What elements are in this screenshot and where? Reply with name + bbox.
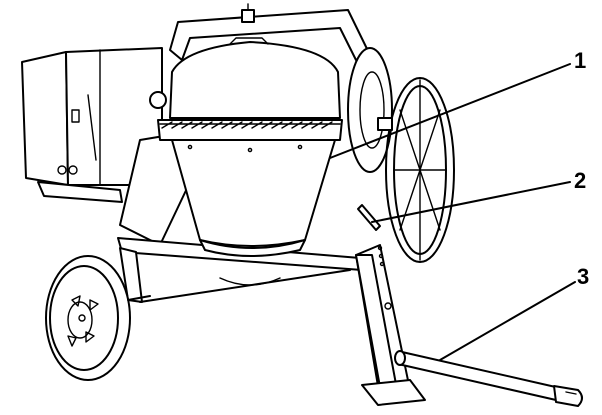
tilting-handwheel — [377, 77, 455, 263]
tilt-lock-lever — [357, 204, 381, 231]
drive-gear-wheel — [347, 47, 393, 173]
callout-1-label: 1 — [574, 48, 586, 73]
callout-3-label: 3 — [577, 264, 589, 289]
callout-2-label: 2 — [574, 168, 586, 193]
tow-bar — [394, 350, 583, 407]
mixing-drum — [149, 37, 343, 257]
callout-2-leader — [371, 181, 571, 223]
drum-base-edge — [219, 277, 281, 286]
transport-wheel — [45, 255, 151, 381]
callout-3-leader — [439, 281, 576, 361]
callout-1-leader — [329, 63, 571, 159]
